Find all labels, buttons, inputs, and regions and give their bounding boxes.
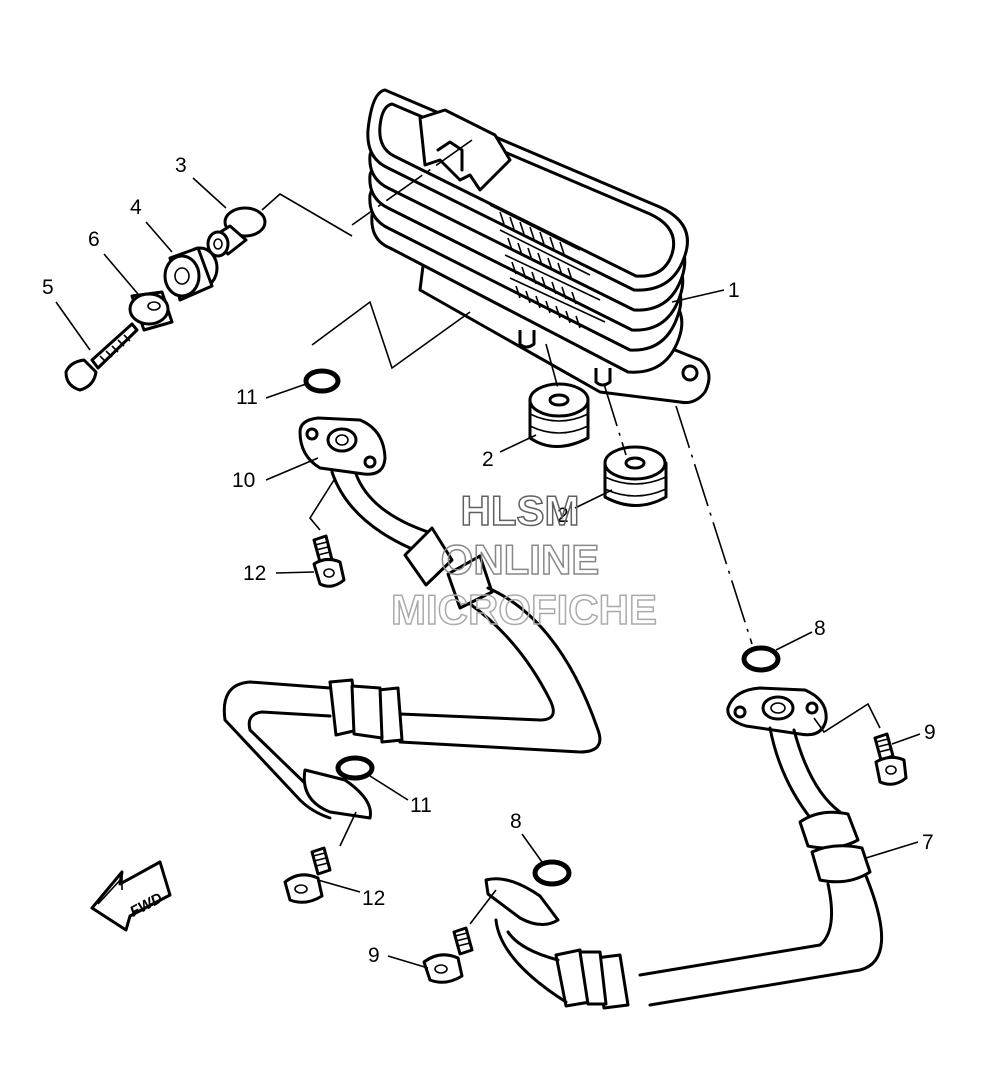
o-ring-8-lower bbox=[532, 859, 572, 887]
callout-12-upper: 12 bbox=[243, 562, 266, 585]
bolt-9-lower bbox=[422, 926, 474, 984]
callout-12-lower: 12 bbox=[362, 887, 385, 910]
callout-11-lower: 11 bbox=[410, 794, 432, 817]
collar-3 bbox=[206, 206, 267, 258]
callout-11-upper: 11 bbox=[236, 386, 258, 409]
callout-7: 7 bbox=[922, 831, 934, 854]
oil-pipe-10 bbox=[222, 416, 602, 820]
callout-10: 10 bbox=[232, 469, 255, 492]
oil-pipe-7 bbox=[484, 686, 884, 1010]
watermark-line1: HLSM bbox=[461, 487, 580, 534]
callout-9-upper: 9 bbox=[924, 721, 936, 744]
callout-9-lower: 9 bbox=[368, 944, 380, 967]
callout-8-upper: 8 bbox=[814, 617, 826, 640]
callout-8-lower: 8 bbox=[510, 810, 522, 833]
callout-4: 4 bbox=[130, 196, 142, 219]
damper-4 bbox=[163, 246, 219, 302]
fwd-arrow-icon bbox=[90, 860, 172, 932]
washer-6 bbox=[128, 290, 174, 332]
watermark-line3: MICROFICHE bbox=[391, 586, 657, 633]
grommet-upper bbox=[528, 382, 590, 448]
callout-1: 1 bbox=[728, 279, 740, 302]
callout-3: 3 bbox=[175, 154, 187, 177]
bolt-12-upper bbox=[312, 534, 346, 588]
o-ring-11-lower bbox=[335, 755, 375, 781]
grommet-lower bbox=[603, 445, 668, 507]
bolt-5 bbox=[64, 322, 139, 392]
bolt-9-upper bbox=[873, 732, 908, 786]
oil-cooler bbox=[366, 88, 711, 404]
callout-2-lower: 2 bbox=[557, 504, 569, 527]
callout-5: 5 bbox=[42, 276, 54, 299]
callout-6: 6 bbox=[88, 228, 100, 251]
watermark-line2: ONLINE bbox=[441, 536, 600, 583]
bolt-12-lower bbox=[283, 846, 332, 904]
callout-2-upper: 2 bbox=[482, 448, 494, 471]
watermark: HLSM ONLINE MICROFICHE bbox=[390, 486, 658, 634]
o-ring-11-upper bbox=[303, 368, 341, 394]
o-ring-8-upper bbox=[741, 645, 781, 673]
